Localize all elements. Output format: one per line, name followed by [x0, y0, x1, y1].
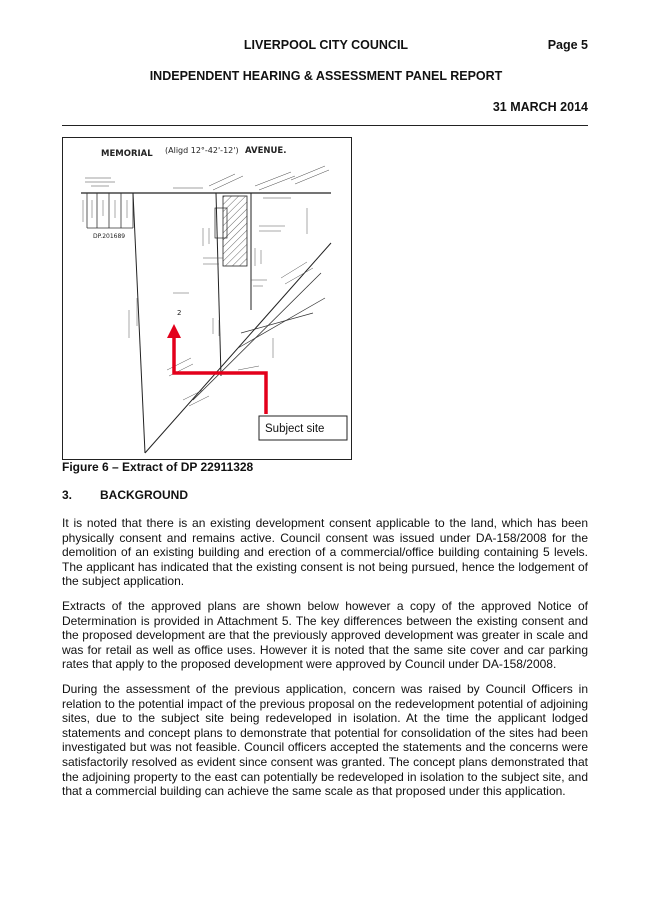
diagonal-boundary-3: [237, 297, 326, 349]
section-number: 3.: [62, 488, 73, 502]
existing-building-footprint: [222, 195, 248, 267]
header-date: 31 MARCH 2014: [492, 100, 588, 114]
survey-plan-drawing: MEMORIAL (Aligd 12°-42'-12') AVENUE. DP.…: [81, 146, 348, 454]
subject-site-label: Subject site: [265, 423, 324, 435]
street-bearing-annotations: [173, 165, 330, 199]
plan-notes-left: [85, 177, 115, 187]
diagonal-boundary-2: [192, 272, 322, 401]
diagonal-boundary-4: [240, 312, 314, 334]
paragraph-approved-plans: Extracts of the approved plans are shown…: [62, 599, 588, 672]
subject-site-arrow-line: [172, 335, 268, 414]
figure-caption: Figure 6 – Extract of DP 22911328: [62, 460, 254, 474]
lot-number: 2: [177, 309, 181, 317]
section-heading: 3. BACKGROUND: [62, 488, 188, 502]
figure-survey-plan: MEMORIAL (Aligd 12°-42'-12') AVENUE. DP.…: [62, 137, 352, 460]
header-page-number: Page 5: [547, 38, 588, 52]
street-alignment: (Aligd 12°-42'-12'): [165, 146, 239, 155]
paragraph-previous-assessment: During the assessment of the previous ap…: [62, 682, 588, 799]
section-title: BACKGROUND: [100, 488, 188, 502]
lot-left-boundary: [132, 192, 146, 454]
left-lot-lines: [86, 193, 134, 229]
lot-middle-boundary: [215, 192, 222, 377]
street-type: AVENUE.: [245, 146, 286, 156]
street-name: MEMORIAL: [101, 149, 153, 159]
header-report-title: INDEPENDENT HEARING & ASSESSMENT PANEL R…: [149, 69, 503, 83]
subject-site-box: [258, 415, 348, 441]
header-council: LIVERPOOL CITY COUNCIL: [243, 38, 409, 52]
left-lot-annotations: [82, 200, 128, 222]
subject-site-arrow-head: [167, 324, 181, 338]
lot-annotations: [128, 208, 314, 407]
header-rule: [62, 125, 588, 126]
paragraph-existing-consent: It is noted that there is an existing de…: [62, 516, 588, 589]
deposited-plan-label: DP.201689: [93, 233, 125, 240]
building-annex: [214, 207, 228, 239]
